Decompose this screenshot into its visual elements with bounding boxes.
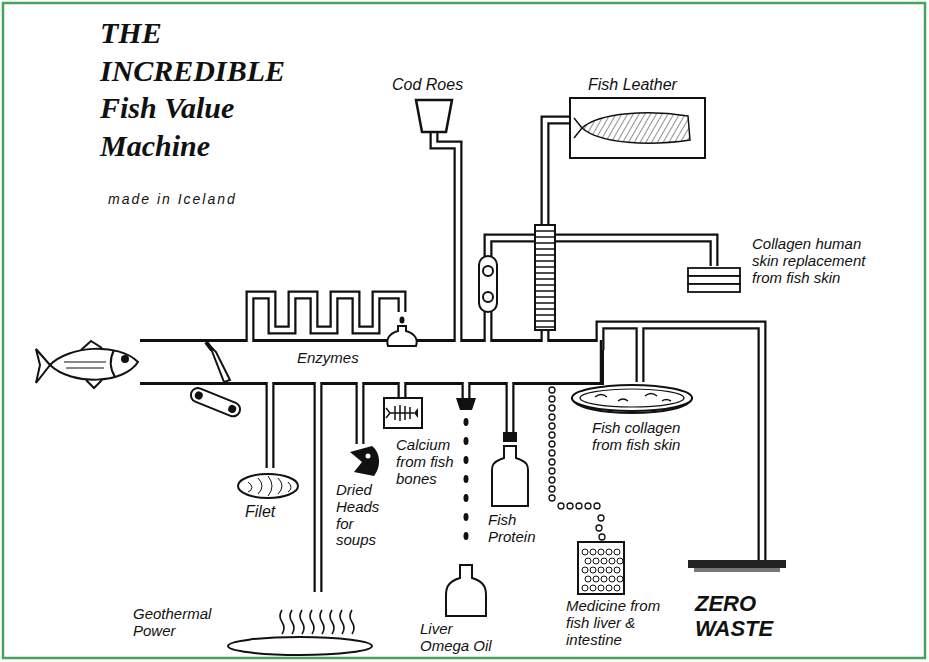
- fish-bone-box: [384, 398, 422, 428]
- tube-end: [600, 340, 603, 384]
- product-label: Geothermal Power: [133, 606, 223, 640]
- roe-cup: [416, 100, 452, 132]
- product-label: Medicine from fish liver & intestine: [566, 598, 676, 648]
- product-label: Dried Heads for soups: [336, 482, 390, 549]
- oil-nozzle: [456, 398, 476, 410]
- capsule-filter: [479, 256, 497, 312]
- product-label: Fish collagen from fish skin: [592, 420, 707, 454]
- leather-frame: [570, 98, 705, 158]
- subtitle: made in Iceland: [108, 192, 328, 208]
- skin-sheet-stack: [688, 268, 740, 292]
- protein-bottle: [492, 432, 528, 506]
- collagen-bowl: [572, 385, 692, 413]
- slogan: ZERO WASTE: [695, 592, 799, 641]
- oil-bottle: [446, 565, 486, 616]
- geothermal-pool: [228, 610, 372, 655]
- zero-waste-plate: [688, 560, 786, 572]
- medicine-jar: [578, 542, 624, 594]
- pipe-inside: [250, 120, 762, 592]
- frame-border: [3, 3, 925, 658]
- enzyme-flask: [387, 317, 416, 347]
- product-label: Filet: [245, 503, 305, 521]
- main-tube-inside: [138, 342, 601, 382]
- ladder-filter: [535, 225, 555, 330]
- dried-head-icon: [350, 446, 379, 476]
- filet-icon: [238, 474, 298, 498]
- product-label: Calcium from fish bones: [396, 437, 454, 487]
- filet-knife: [206, 342, 230, 382]
- medicine-pills: [582, 549, 623, 591]
- product-label: Liver Omega Oil: [420, 621, 500, 655]
- conveyor-belt: [189, 386, 242, 418]
- product-label: Fish Leather: [588, 76, 718, 94]
- oil-drops: [464, 418, 469, 540]
- medicine-bead-chain: [549, 387, 605, 540]
- product-label: Collagen human skin replacement from fis…: [752, 236, 877, 286]
- diagram-title: THE INCREDIBLE Fish Value Machine: [100, 14, 332, 164]
- product-label: Cod Roes: [392, 76, 492, 94]
- fish-icon: [36, 341, 138, 388]
- product-label: Enzymes: [297, 350, 377, 367]
- product-label: Fish Protein: [488, 512, 550, 546]
- ladder-rungs: [535, 231, 555, 327]
